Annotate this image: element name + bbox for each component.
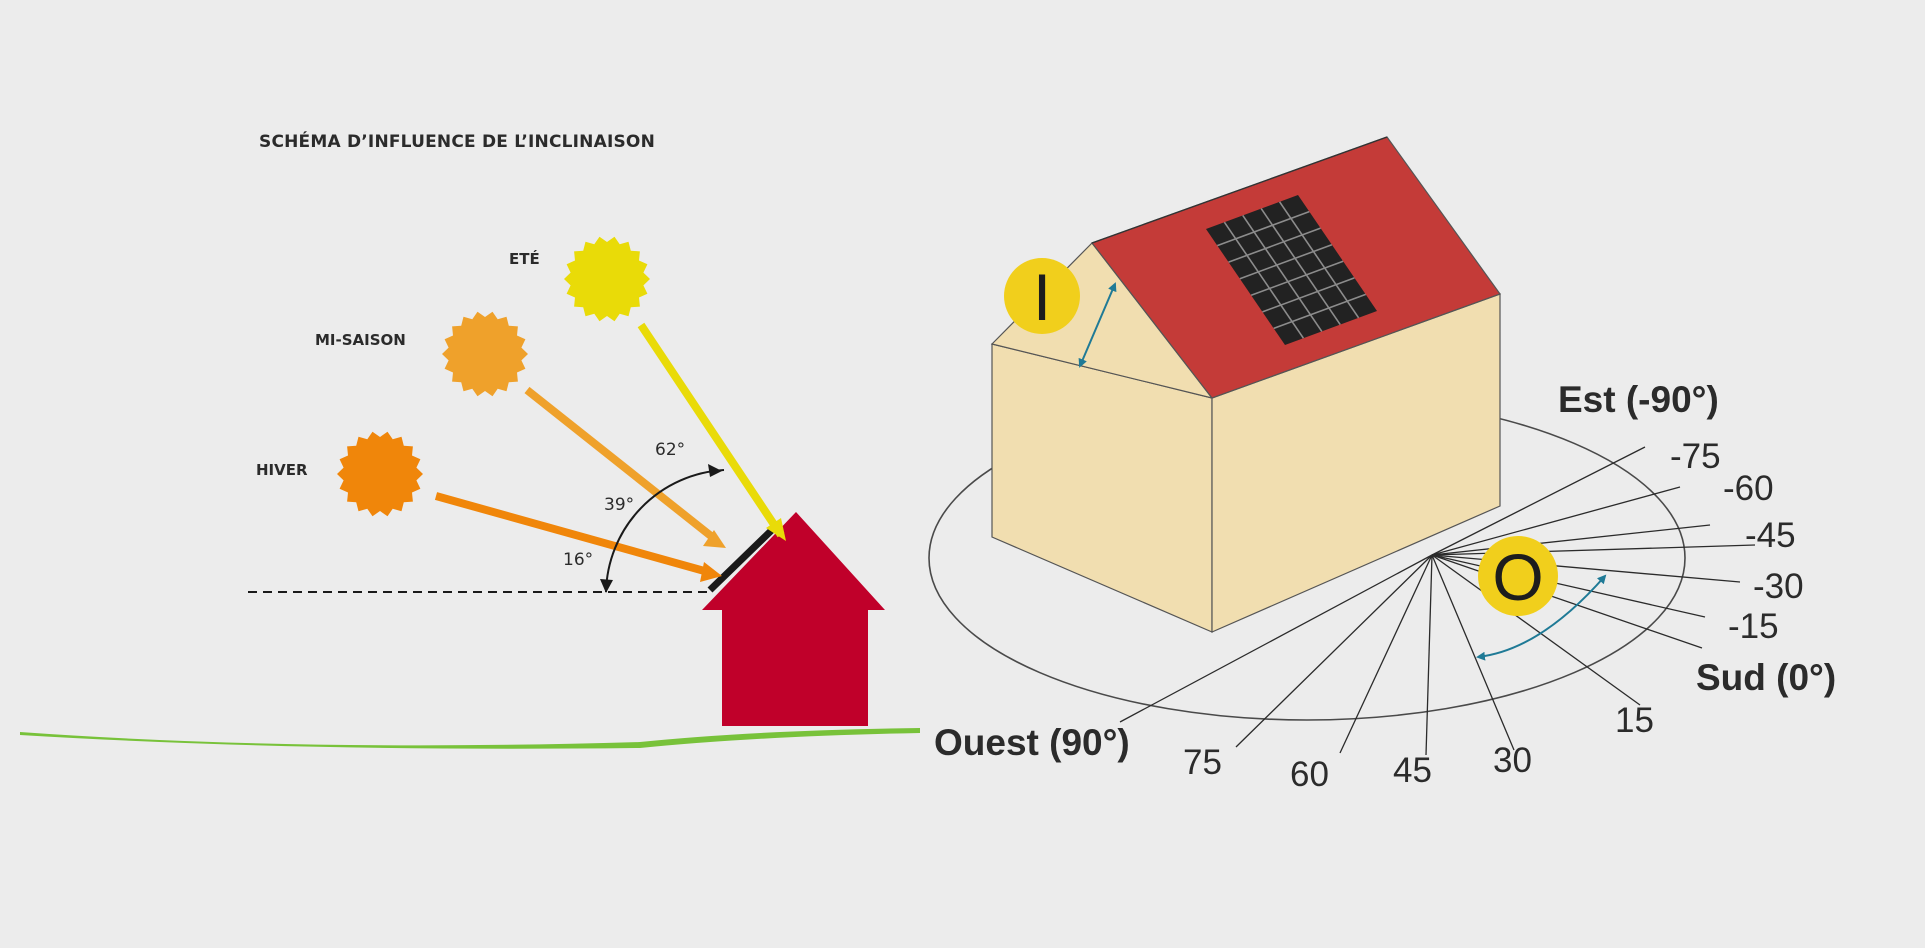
summer-sun-icon bbox=[564, 236, 650, 322]
deg-45: 45 bbox=[1393, 751, 1432, 790]
midseason-ray bbox=[524, 386, 719, 544]
orientation-arrow bbox=[1476, 574, 1607, 661]
deg-minus-30: -30 bbox=[1753, 567, 1804, 606]
deg-75: 75 bbox=[1183, 743, 1222, 782]
orientation-rays bbox=[1119, 446, 1756, 756]
inclination-arrow bbox=[1078, 282, 1117, 368]
label-south: Sud (0°) bbox=[1696, 657, 1836, 698]
midseason-sun-icon bbox=[442, 311, 528, 397]
diagram-title: SCHÉMA D’INFLUENCE DE L’INCLINAISON bbox=[259, 132, 656, 152]
solar-panel-grid bbox=[1206, 195, 1377, 345]
deg-15: 15 bbox=[1615, 701, 1654, 740]
deg-30: 30 bbox=[1493, 741, 1532, 780]
label-winter: HIVER bbox=[256, 461, 308, 479]
inclination-badge: I bbox=[1004, 258, 1080, 334]
angle-16: 16° bbox=[563, 550, 593, 570]
label-west: Ouest (90°) bbox=[934, 722, 1130, 763]
label-summer: ETÉ bbox=[509, 249, 540, 268]
deg-minus-75: -75 bbox=[1670, 437, 1721, 476]
roof-solar-panel bbox=[707, 523, 779, 593]
svg-text:O: O bbox=[1492, 540, 1543, 614]
label-midseason: MI-SAISON bbox=[315, 331, 406, 349]
winter-ray bbox=[434, 492, 710, 576]
deg-minus-60: -60 bbox=[1723, 469, 1774, 508]
angle-62: 62° bbox=[655, 440, 685, 460]
angle-39: 39° bbox=[604, 495, 634, 515]
house-3d bbox=[990, 136, 1501, 633]
orientation-badge: O bbox=[1478, 536, 1558, 616]
summer-ray bbox=[637, 322, 785, 538]
deg-minus-45: -45 bbox=[1745, 516, 1796, 555]
label-east: Est (-90°) bbox=[1558, 379, 1719, 420]
deg-minus-15: -15 bbox=[1728, 607, 1779, 646]
ground bbox=[20, 728, 920, 749]
svg-text:I: I bbox=[1033, 260, 1051, 334]
house-left bbox=[702, 512, 885, 726]
angle-arc bbox=[605, 469, 725, 593]
winter-sun-icon bbox=[337, 431, 423, 517]
deg-60: 60 bbox=[1290, 755, 1329, 794]
